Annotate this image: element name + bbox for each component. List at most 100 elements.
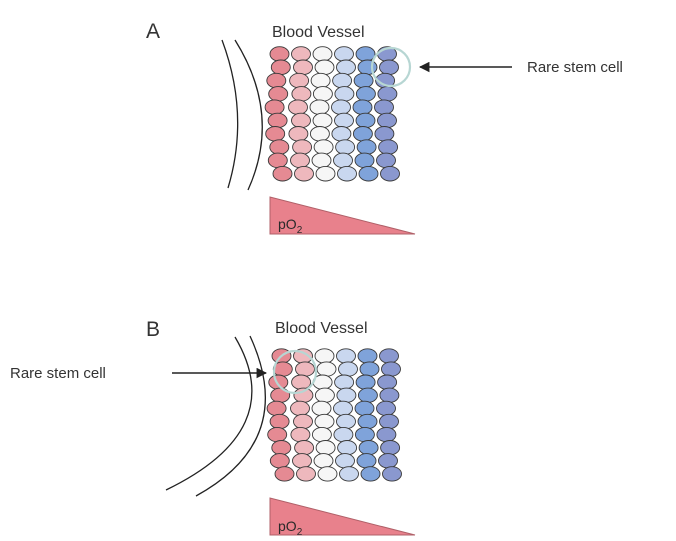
panel-a-letter: A <box>146 20 160 43</box>
cell <box>292 87 311 102</box>
cell <box>337 349 356 363</box>
cell <box>291 401 310 415</box>
cell <box>360 362 379 376</box>
cell <box>270 47 289 62</box>
cell <box>313 47 332 62</box>
cell <box>380 349 399 363</box>
cell <box>268 427 287 441</box>
cell <box>295 441 314 455</box>
cell <box>353 127 372 142</box>
cell <box>357 140 376 155</box>
cell <box>313 113 332 128</box>
cell <box>267 401 286 415</box>
cell <box>316 441 335 455</box>
cell <box>355 153 374 168</box>
cell <box>355 427 374 441</box>
cell <box>270 454 289 468</box>
cell <box>311 73 330 88</box>
cell <box>382 362 401 376</box>
cell <box>356 375 375 389</box>
cell <box>381 166 400 181</box>
cell <box>292 375 311 389</box>
cell <box>359 441 378 455</box>
cell <box>289 127 308 142</box>
panel-b-title: Blood Vessel <box>275 320 368 337</box>
cell <box>315 349 334 363</box>
cell <box>292 47 311 62</box>
cell <box>354 73 373 88</box>
cell <box>379 140 398 155</box>
cell <box>353 100 372 115</box>
cell <box>375 100 394 115</box>
panel-a: A Blood Vessel Rare stem cell pO2 <box>146 20 623 236</box>
cell <box>335 47 354 62</box>
cell <box>377 401 396 415</box>
cell <box>314 454 333 468</box>
cell <box>336 454 355 468</box>
cell <box>333 73 352 88</box>
cell <box>273 166 292 181</box>
cell <box>334 427 353 441</box>
cell <box>312 401 331 415</box>
cell <box>313 87 332 102</box>
cell <box>377 153 396 168</box>
cell <box>335 375 354 389</box>
cell <box>359 166 378 181</box>
cell <box>336 140 355 155</box>
cell <box>297 467 316 481</box>
cell <box>268 113 287 128</box>
cell <box>291 427 310 441</box>
cell <box>266 127 285 142</box>
cell <box>338 166 357 181</box>
cell <box>317 362 336 376</box>
cell <box>296 362 315 376</box>
cell <box>358 388 377 402</box>
cell <box>379 454 398 468</box>
cell <box>292 113 311 128</box>
cell <box>312 427 331 441</box>
panel-a-cell-grid <box>265 47 399 181</box>
cell <box>358 60 377 75</box>
cell <box>315 60 334 75</box>
cell <box>267 73 286 88</box>
cell <box>318 467 337 481</box>
cell <box>340 467 359 481</box>
cell <box>271 60 290 75</box>
cell <box>290 73 309 88</box>
cell <box>375 127 394 142</box>
cell <box>337 60 356 75</box>
cell <box>358 414 377 428</box>
cell <box>315 414 334 428</box>
cell <box>380 60 399 75</box>
cell <box>312 153 331 168</box>
cell <box>380 388 399 402</box>
cell <box>265 100 284 115</box>
panel-b: B Blood Vessel Rare stem cell pO2 <box>10 318 415 538</box>
cell <box>356 113 375 128</box>
panel-a-vessel-wall-inner <box>235 40 262 190</box>
cell <box>380 414 399 428</box>
cell <box>275 467 294 481</box>
panel-a-vessel-wall-outer <box>222 40 238 188</box>
cell <box>337 414 356 428</box>
cell <box>378 375 397 389</box>
panel-b-callout-label: Rare stem cell <box>10 365 106 382</box>
cell <box>377 427 396 441</box>
cell <box>295 166 314 181</box>
cell <box>361 467 380 481</box>
cell <box>339 362 358 376</box>
cell <box>378 113 397 128</box>
cell <box>316 166 335 181</box>
cell <box>356 87 375 102</box>
cell <box>334 401 353 415</box>
cell <box>335 113 354 128</box>
cell <box>378 87 397 102</box>
panel-a-title: Blood Vessel <box>272 24 365 41</box>
panel-b-vessel-wall-inner <box>196 336 265 496</box>
cell <box>315 388 334 402</box>
cell <box>381 441 400 455</box>
cell <box>294 60 313 75</box>
cell <box>355 401 374 415</box>
cell <box>334 153 353 168</box>
